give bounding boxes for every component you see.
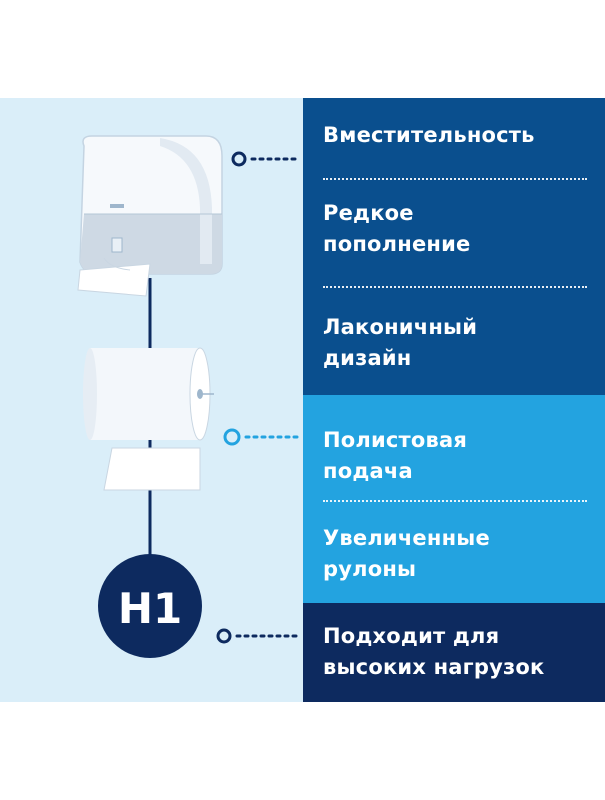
- feature-rare-refill: Редкое пополнение: [323, 201, 471, 256]
- feature-capacity: Вместительность: [323, 123, 535, 147]
- pointer-dispenser: [231, 151, 302, 167]
- features-block-light: Полистовая подача Увеличенные рулоны: [303, 395, 605, 603]
- paper-roll-icon: [83, 347, 214, 491]
- badge-label: H1: [118, 584, 182, 633]
- dotted-separator: [323, 500, 587, 502]
- product-illustration: H1: [77, 135, 302, 658]
- infographic-panel: H1 Вместительность Редкое пополнение Лак…: [0, 98, 605, 702]
- dotted-separator: [323, 178, 587, 180]
- features-block-dark: Вместительность Редкое пополнение Лакони…: [303, 98, 605, 395]
- pointer-roll: [223, 428, 302, 446]
- dispenser-icon: [77, 135, 223, 297]
- features-block-navy: Подходит для высоких нагрузок: [303, 603, 605, 702]
- feature-high-traffic: Подходит для высоких нагрузок: [323, 624, 545, 679]
- feature-larger-rolls: Увеличенные рулоны: [323, 526, 490, 581]
- feature-sheet-dispensing: Полистовая подача: [323, 428, 468, 483]
- dotted-separator: [323, 286, 587, 288]
- pointer-badge: [216, 628, 302, 644]
- feature-laconic-design: Лаконичный дизайн: [323, 315, 478, 370]
- h1-badge: H1: [98, 554, 202, 658]
